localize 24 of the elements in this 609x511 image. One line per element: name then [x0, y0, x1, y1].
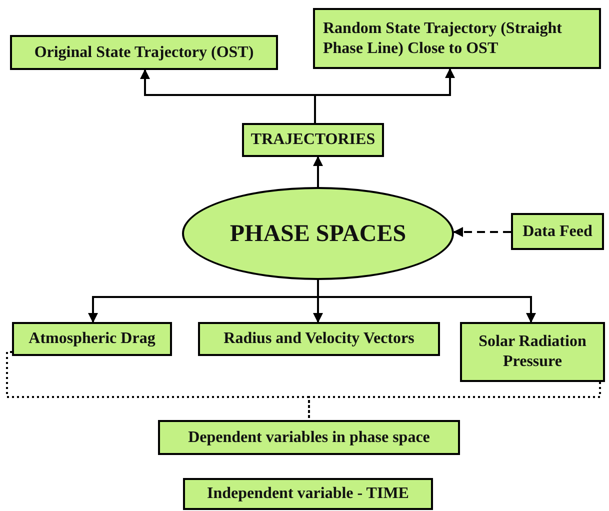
process-box: [313, 8, 601, 69]
node-text: Dependent variables in phase space: [188, 428, 430, 448]
dotted-connector: [308, 382, 601, 420]
arrow: [313, 156, 323, 187]
process-box: [460, 322, 605, 382]
node-text: PHASE SPACES: [230, 220, 406, 248]
node-text: Solar Radiation Pressure: [478, 332, 588, 372]
process-box: [158, 420, 460, 455]
node-text: Radius and Velocity Vectors: [224, 329, 414, 349]
process-box: [242, 123, 384, 157]
arrow: [314, 68, 455, 123]
arrow: [453, 227, 511, 237]
arrow: [317, 280, 536, 323]
process-box: [183, 478, 433, 510]
node-text: Independent variable - TIME: [207, 484, 409, 504]
process-box: [10, 35, 278, 70]
node-text: Random State Trajectory (Straight Phase Line) Close to OST: [323, 18, 563, 58]
node-text: Original State Trajectory (OST): [34, 42, 254, 62]
process-box: [198, 322, 440, 356]
process-box: [12, 322, 172, 356]
node-text: Atmospheric Drag: [28, 329, 156, 349]
node-text: Data Feed: [522, 222, 592, 242]
process-box: [511, 213, 604, 250]
node-text: TRAJECTORIES: [250, 130, 376, 150]
